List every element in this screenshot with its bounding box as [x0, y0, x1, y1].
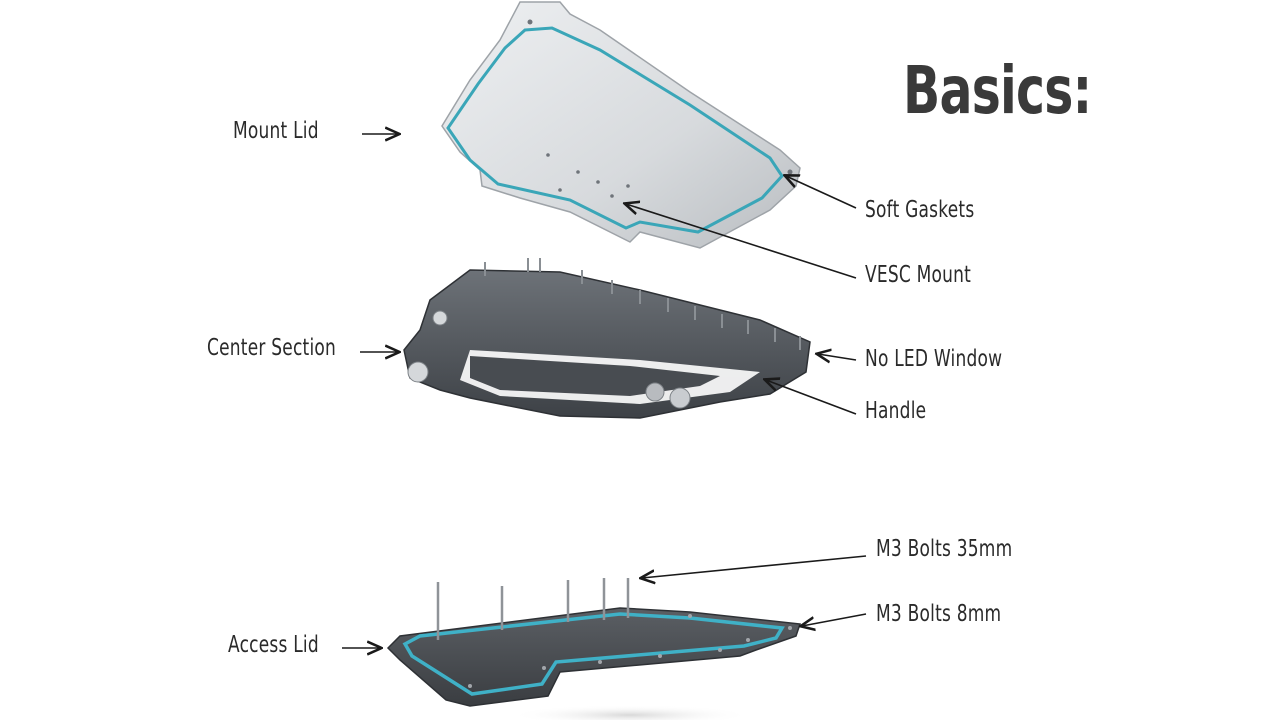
mount-lid-gasket: [446, 26, 784, 234]
arrow-m3-bolts-35: [642, 555, 867, 578]
arrow-handle: [766, 380, 857, 415]
page-title: Basics:: [903, 52, 1092, 129]
arrow-vesc-mount: [626, 204, 857, 279]
access-lid-part: [386, 578, 802, 720]
arrow-soft-gaskets: [786, 176, 857, 209]
label-center-section: Center Section: [207, 335, 337, 361]
label-soft-gaskets: Soft Gaskets: [865, 197, 975, 223]
label-m3-bolts-35: M3 Bolts 35mm: [876, 536, 1013, 562]
center-section-part: [403, 258, 811, 419]
label-access-lid: Access Lid: [228, 632, 319, 658]
mount-lid-part: [441, 1, 801, 249]
label-vesc-mount: VESC Mount: [865, 262, 972, 288]
access-lid-gasket: [402, 612, 785, 696]
label-no-led-window: No LED Window: [865, 346, 1003, 372]
label-m3-bolts-8: M3 Bolts 8mm: [876, 601, 1002, 627]
label-handle: Handle: [865, 398, 927, 424]
arrow-m3-bolts-8: [802, 613, 867, 626]
label-mount-lid: Mount Lid: [233, 118, 319, 144]
arrow-no-led-window: [818, 354, 857, 360]
leader-arrows: [342, 134, 867, 648]
